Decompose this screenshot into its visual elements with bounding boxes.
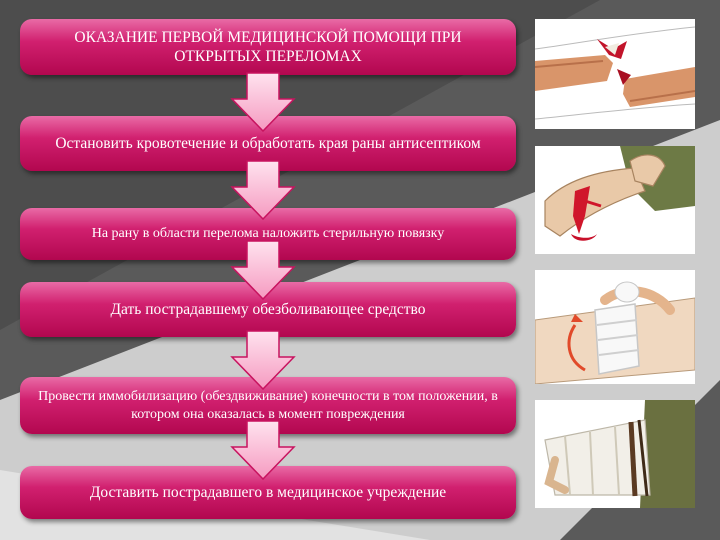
bandaging-arm-image [535, 270, 695, 384]
down-arrow-icon [230, 330, 296, 390]
down-arrow-icon [230, 420, 296, 480]
step-text-5: Доставить пострадавшего в медицинское уч… [89, 483, 447, 501]
down-arrow-icon [230, 72, 296, 132]
splinted-leg-image [535, 400, 695, 508]
open-fracture-image [535, 19, 695, 129]
bleeding-arm-image [535, 146, 695, 254]
down-arrow-icon [230, 160, 296, 220]
step-text-3: Дать пострадавшему обезболивающее средст… [110, 300, 426, 318]
step-text-4: Провести иммобилизацию (обездвиживание) … [38, 389, 498, 422]
down-arrow-icon [230, 240, 296, 300]
title-text: ОКАЗАНИЕ ПЕРВОЙ МЕДИЦИНСКОЙ ПОМОЩИ ПРИ О… [74, 28, 462, 65]
title-box: ОКАЗАНИЕ ПЕРВОЙ МЕДИЦИНСКОЙ ПОМОЩИ ПРИ О… [20, 19, 516, 75]
step-text-2: На рану в области перелома наложить стер… [91, 226, 445, 242]
step-text-1: Остановить кровотечение и обработать кра… [55, 134, 481, 152]
